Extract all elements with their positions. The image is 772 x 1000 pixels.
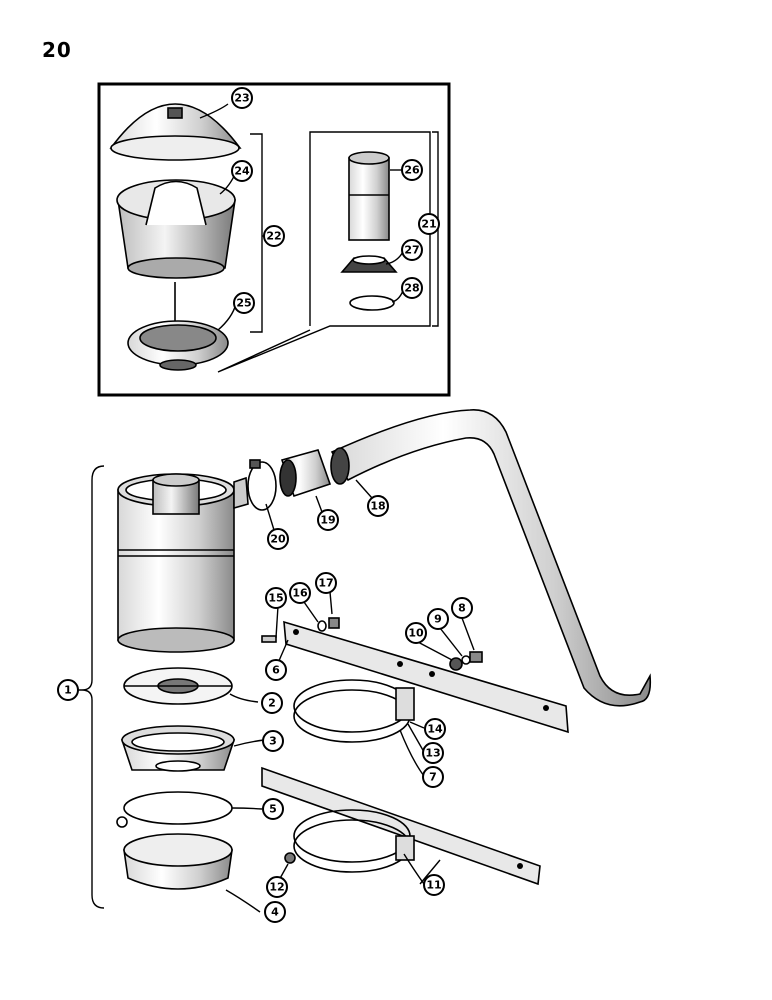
inset-sub-box [217,131,431,373]
svg-text:3: 3 [269,735,277,748]
tube-part [348,151,390,241]
callout-24: 24 [231,160,253,182]
bracket-22 [250,133,263,333]
intake-pipe-part [330,409,652,707]
lower-strap-part [293,809,415,873]
svg-text:2: 2 [268,697,276,710]
callout-28: 28 [401,277,423,299]
callout-12: 12 [266,876,288,898]
svg-text:26: 26 [404,164,420,177]
washer-16 [317,620,327,632]
small-clamp-part [349,295,395,311]
svg-text:20: 20 [270,533,286,546]
bolt-15 [261,635,277,643]
lower-bracket-part [261,766,541,886]
ring-clamp-part [116,791,233,828]
svg-text:8: 8 [458,602,466,615]
hose-part [279,449,332,498]
nut-17 [328,617,340,629]
page-number: 20 [42,38,72,62]
bowl-part [123,833,233,890]
callout-21: 21 [418,213,440,235]
svg-text:19: 19 [320,514,335,527]
callout-22: 22 [263,225,285,247]
svg-text:25: 25 [236,297,251,310]
upper-strap-part [293,679,415,743]
svg-text:5: 5 [269,803,277,816]
upper-bracket-part [283,620,569,734]
svg-text:9: 9 [434,613,442,626]
svg-text:4: 4 [271,906,279,919]
hose-clamp-part [247,459,277,511]
brace-1 [81,465,105,909]
svg-text:28: 28 [404,282,419,295]
svg-text:27: 27 [404,244,419,257]
callout-15: 15 [265,587,287,609]
callout-23: 23 [231,87,253,109]
svg-text:10: 10 [408,627,424,640]
filter-element-part [116,179,236,279]
callout-27: 27 [401,239,423,261]
callout-19: 19 [317,509,339,531]
bolt-8 [469,651,483,663]
oil-cup-part [120,725,236,772]
svg-text:22: 22 [266,230,281,243]
callout-3: 3 [262,730,284,752]
cover-part [109,103,242,161]
callout-16: 16 [289,582,311,604]
cone-washer-part [340,255,398,273]
callout-25: 25 [233,292,255,314]
air-cleaner-body [117,473,249,653]
callout-17: 17 [315,572,337,594]
svg-text:24: 24 [234,165,250,178]
callout-10: 10 [405,622,427,644]
baffle-disk-part [123,667,233,705]
svg-text:7: 7 [429,771,437,784]
svg-text:16: 16 [292,587,308,600]
washer-9 [461,655,471,665]
svg-text:11: 11 [426,879,441,892]
callout-14: 14 [424,718,446,740]
callout-4: 4 [264,901,286,923]
base-part [127,282,229,371]
callout-13: 13 [422,742,444,764]
callout-26: 26 [401,159,423,181]
svg-text:6: 6 [272,664,280,677]
nut-12 [284,852,296,864]
callout-6: 6 [265,659,287,681]
callout-8: 8 [451,597,473,619]
callout-7: 7 [422,766,444,788]
svg-text:15: 15 [268,592,283,605]
callout-18: 18 [367,495,389,517]
callout-11: 11 [423,874,445,896]
callout-20: 20 [267,528,289,550]
callout-2: 2 [261,692,283,714]
svg-text:18: 18 [370,500,385,513]
svg-text:13: 13 [425,747,440,760]
svg-text:12: 12 [269,881,284,894]
svg-text:1: 1 [64,684,72,697]
callout-9: 9 [427,608,449,630]
callout-5: 5 [262,798,284,820]
svg-text:14: 14 [427,723,443,736]
svg-text:21: 21 [421,218,436,231]
svg-text:17: 17 [318,577,333,590]
svg-text:23: 23 [234,92,249,105]
nut-10 [449,657,463,671]
callout-1: 1 [57,679,79,701]
